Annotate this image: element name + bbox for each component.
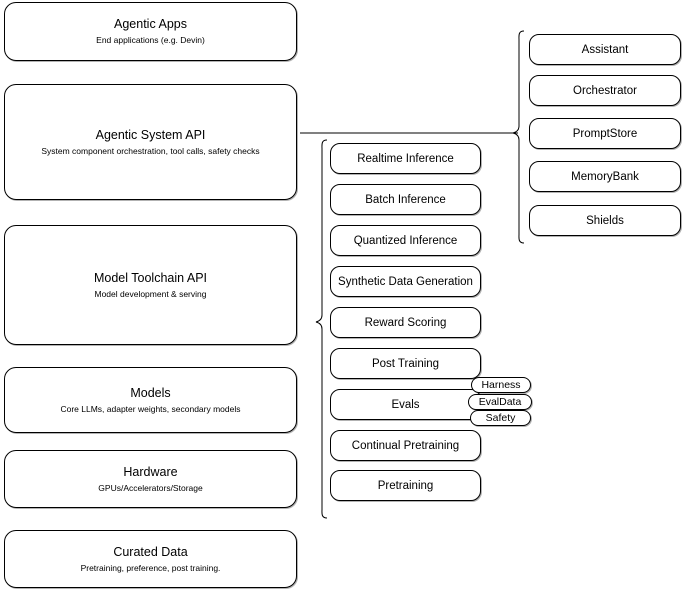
layer-title: Hardware: [123, 464, 178, 479]
capability-label: Reward Scoring: [364, 316, 447, 329]
capability-label: Post Training: [371, 357, 440, 370]
evals-tag-harness[interactable]: Harness: [471, 377, 531, 393]
layer-subtitle: Core LLMs, adapter weights, secondary mo…: [60, 403, 241, 414]
capability-realtime-inference[interactable]: Realtime Inference: [330, 143, 481, 174]
component-label: Orchestrator: [573, 84, 637, 97]
layer-model-toolchain-api[interactable]: Model Toolchain API Model development & …: [4, 225, 297, 345]
capability-label: Continual Pretraining: [351, 439, 460, 452]
layer-subtitle: Pretraining, preference, post training.: [80, 562, 221, 573]
layer-title: Model Toolchain API: [93, 270, 208, 285]
capability-label: Realtime Inference: [357, 152, 454, 165]
capability-label: Quantized Inference: [353, 234, 458, 247]
component-label: Shields: [586, 214, 624, 227]
component-label: MemoryBank: [571, 170, 639, 183]
component-promptstore[interactable]: PromptStore: [529, 118, 681, 149]
layer-title: Agentic System API: [95, 127, 206, 142]
capability-label: Evals: [391, 398, 420, 411]
component-orchestrator[interactable]: Orchestrator: [529, 75, 681, 106]
layer-title: Models: [130, 385, 171, 400]
bracket-system-components: [512, 30, 525, 244]
component-assistant[interactable]: Assistant: [529, 34, 681, 65]
layer-title: Agentic Apps: [114, 17, 187, 31]
capability-post-training[interactable]: Post Training: [330, 348, 481, 379]
layer-subtitle: Model development & serving: [94, 288, 207, 299]
capability-pretraining[interactable]: Pretraining: [330, 470, 481, 501]
component-label: Assistant: [581, 43, 629, 56]
capability-label: Synthetic Data Generation: [338, 275, 473, 288]
bracket-toolchain-capabilities: [315, 139, 328, 519]
component-shields[interactable]: Shields: [529, 205, 681, 236]
layer-subtitle: End applications (e.g. Devin): [96, 35, 205, 45]
layer-subtitle: GPUs/Accelerators/Storage: [98, 482, 203, 493]
layer-hardware[interactable]: Hardware GPUs/Accelerators/Storage: [4, 450, 297, 508]
layer-title: Curated Data: [113, 544, 188, 559]
capability-batch-inference[interactable]: Batch Inference: [330, 184, 481, 215]
capability-reward-scoring[interactable]: Reward Scoring: [330, 307, 481, 338]
layer-agentic-apps[interactable]: Agentic Apps End applications (e.g. Devi…: [4, 2, 297, 61]
layer-models[interactable]: Models Core LLMs, adapter weights, secon…: [4, 367, 297, 433]
layer-subtitle: System component orchestration, tool cal…: [41, 145, 260, 156]
layer-agentic-system-api[interactable]: Agentic System API System component orch…: [4, 84, 297, 200]
evals-tag-evaldata[interactable]: EvalData: [468, 394, 532, 410]
capability-label: Pretraining: [377, 479, 434, 492]
component-memorybank[interactable]: MemoryBank: [529, 161, 681, 192]
evals-tag-safety[interactable]: Safety: [470, 410, 531, 426]
component-label: PromptStore: [572, 127, 638, 140]
capability-evals[interactable]: Evals: [330, 389, 481, 420]
capability-label: Batch Inference: [365, 193, 446, 206]
capability-continual-pretraining[interactable]: Continual Pretraining: [330, 430, 481, 461]
layer-curated-data[interactable]: Curated Data Pretraining, preference, po…: [4, 530, 297, 588]
capability-quantized-inference[interactable]: Quantized Inference: [330, 225, 481, 256]
capability-synthetic-data-generation[interactable]: Synthetic Data Generation: [330, 266, 481, 297]
